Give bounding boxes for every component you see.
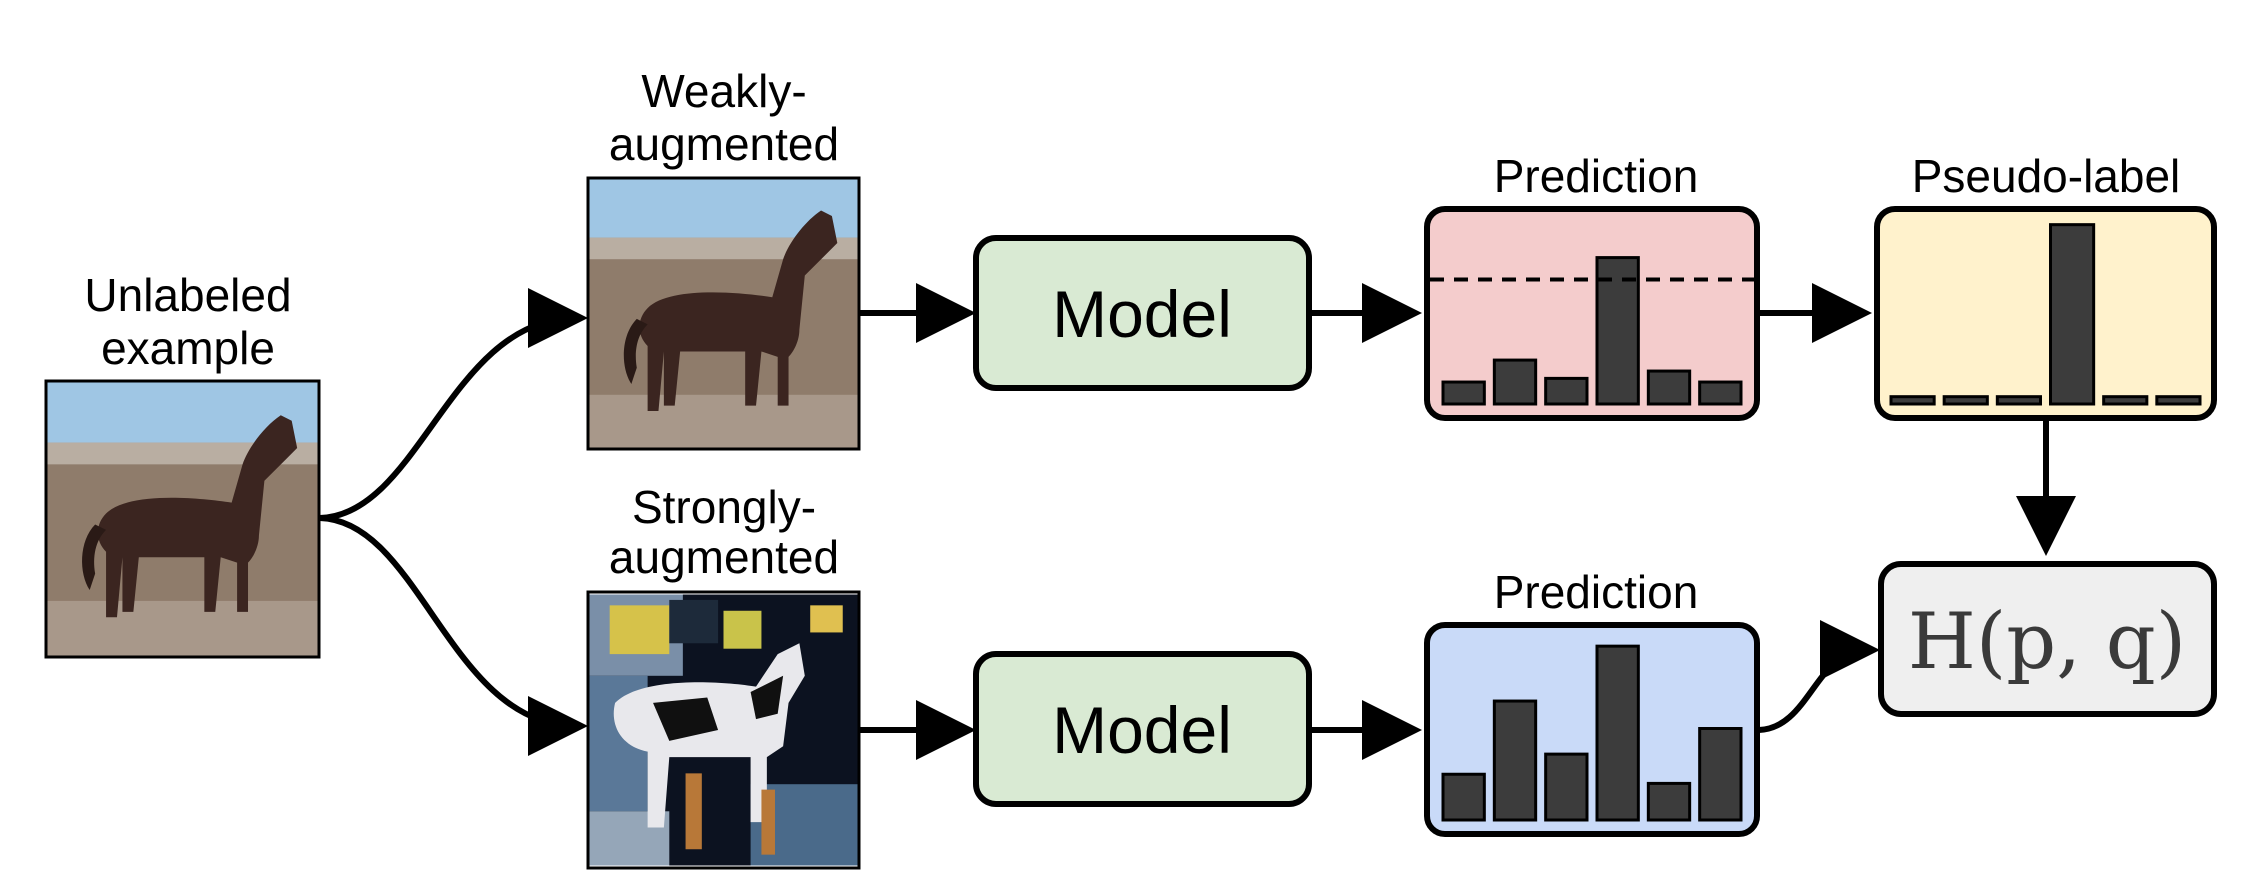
histogram-bar xyxy=(1698,380,1743,406)
model-bottom: Model xyxy=(973,651,1312,807)
histogram-bar xyxy=(1492,699,1538,822)
strong-label-line2: augmented xyxy=(609,531,839,583)
histogram-bar xyxy=(1889,395,1936,406)
histogram-bar xyxy=(1441,772,1486,822)
pseudo-label-histogram xyxy=(1889,223,2202,406)
strong-label-line1: Strongly- xyxy=(632,481,816,533)
prediction-top-box xyxy=(1424,206,1760,421)
histogram-bar xyxy=(1942,395,1989,406)
strong-image xyxy=(586,590,861,870)
histogram-bar xyxy=(1995,395,2043,406)
pseudo-label-label: Pseudo-label xyxy=(1912,150,2181,202)
model-top-label: Model xyxy=(1052,277,1232,351)
branch-arrow-weak xyxy=(319,288,588,521)
histogram-bar xyxy=(1544,752,1589,822)
histogram-bar xyxy=(2155,395,2202,406)
weak-image xyxy=(586,176,861,451)
prediction-bottom-box xyxy=(1424,622,1760,837)
arrow-prediction-bottom-to-loss xyxy=(1758,620,1880,733)
histogram-bar xyxy=(1595,644,1640,822)
histogram-bar xyxy=(1492,358,1538,406)
histogram-bar xyxy=(1595,256,1640,406)
model-bottom-label: Model xyxy=(1052,693,1232,767)
unlabeled-label-line1: Unlabeled xyxy=(84,269,291,321)
prediction-bottom-histogram xyxy=(1441,644,1743,822)
prediction-top-label: Prediction xyxy=(1494,150,1699,202)
histogram-bar xyxy=(1441,380,1486,406)
histogram-bar xyxy=(1646,781,1692,822)
weak-label-line1: Weakly- xyxy=(641,65,806,117)
histogram-bar xyxy=(1646,369,1692,406)
histogram-bar xyxy=(2049,223,2096,406)
cross-entropy-label: H(p, q) xyxy=(1908,597,2186,687)
branch-arrow-strong xyxy=(319,515,588,756)
histogram-bar xyxy=(1544,376,1589,406)
histogram-bar xyxy=(1698,727,1743,822)
pseudo-label-box xyxy=(1874,206,2217,421)
prediction-top-histogram xyxy=(1441,256,1743,406)
model-top: Model xyxy=(973,235,1312,391)
histogram-bar xyxy=(2102,395,2149,406)
loss-box: H(p, q) xyxy=(1878,561,2217,717)
unlabeled-label-line2: example xyxy=(101,322,275,374)
unlabeled-image xyxy=(44,379,321,659)
weak-label-line2: augmented xyxy=(609,118,839,170)
prediction-bottom-label: Prediction xyxy=(1494,566,1699,618)
